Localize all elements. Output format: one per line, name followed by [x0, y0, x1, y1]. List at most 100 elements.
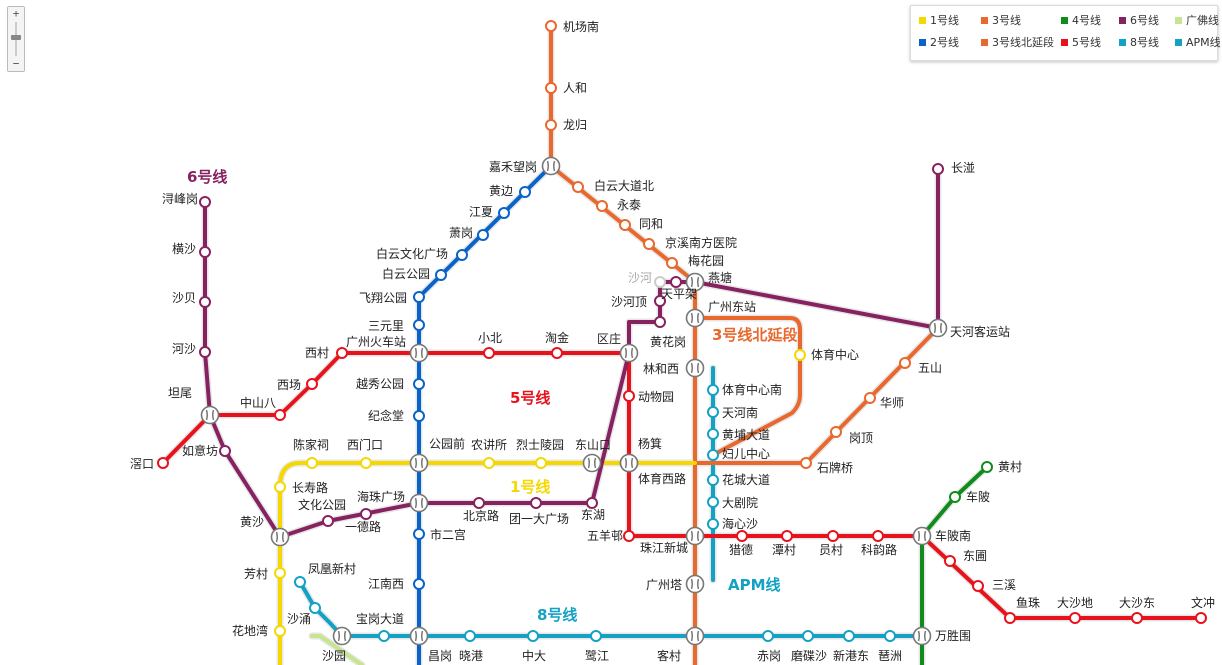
station-dot[interactable] [306, 457, 318, 469]
station-dot[interactable] [707, 384, 719, 396]
station-dot[interactable] [981, 461, 993, 473]
station-label[interactable]: 天平架 [661, 287, 697, 301]
station-label[interactable]: 梅花园 [688, 253, 724, 268]
station-label[interactable]: 萧岗 [449, 226, 473, 240]
station-dot[interactable] [527, 630, 539, 642]
station-dot[interactable] [654, 276, 666, 288]
station-label[interactable]: 车陂 [966, 489, 990, 504]
station-label[interactable]: 一德路 [345, 519, 381, 534]
station-label[interactable]: 嘉禾望岗 [489, 160, 537, 174]
station-label[interactable]: 黄埔大道 [722, 428, 770, 442]
station-dot[interactable] [413, 291, 425, 303]
station-label[interactable]: 如意坊 [182, 443, 218, 458]
station-dot[interactable] [199, 346, 211, 358]
station-label[interactable]: 体育中心 [811, 347, 859, 362]
station-label[interactable]: 客村 [657, 648, 681, 663]
station-label[interactable]: 花城大道 [722, 472, 770, 487]
station-label[interactable]: 广州东站 [708, 300, 756, 314]
station-dot[interactable] [707, 406, 719, 418]
zoom-control[interactable]: + − [7, 6, 25, 72]
station-label[interactable]: 机场南 [563, 19, 599, 34]
station-dot[interactable] [473, 497, 485, 509]
station-label[interactable]: 西场 [277, 378, 301, 392]
station-label[interactable]: 人和 [563, 81, 587, 95]
station-label[interactable]: 黄边 [489, 184, 513, 198]
station-dot[interactable] [413, 410, 425, 422]
station-dot[interactable] [707, 474, 719, 486]
station-dot[interactable] [590, 630, 602, 642]
station-label[interactable]: 横沙 [172, 242, 196, 256]
station-dot[interactable] [545, 82, 557, 94]
station-label[interactable]: 东湖 [581, 507, 605, 522]
transfer-station-icon[interactable] [200, 405, 220, 425]
station-dot[interactable] [274, 625, 286, 637]
station-dot[interactable] [157, 457, 169, 469]
station-dot[interactable] [794, 349, 806, 361]
station-dot[interactable] [435, 269, 447, 281]
station-label[interactable]: 永泰 [617, 198, 641, 212]
station-dot[interactable] [477, 229, 489, 241]
station-label[interactable]: 纪念堂 [368, 408, 404, 423]
station-label[interactable]: 鱼珠 [1016, 596, 1040, 610]
station-label[interactable]: 岗顶 [849, 431, 873, 445]
station-label[interactable]: 东圃 [963, 549, 987, 563]
zoom-in-button[interactable]: + [12, 7, 20, 20]
station-dot[interactable] [413, 319, 425, 331]
station-label[interactable]: 凤凰新村 [308, 561, 356, 576]
station-label[interactable]: 海珠广场 [357, 489, 405, 504]
station-dot[interactable] [949, 491, 961, 503]
zoom-out-button[interactable]: − [12, 57, 20, 70]
station-dot[interactable] [972, 580, 984, 592]
legend-item[interactable]: 3号线北延段 [981, 34, 1054, 50]
zoom-slider-handle[interactable] [11, 35, 21, 40]
station-label[interactable]: 江南西 [368, 576, 404, 591]
station-label[interactable]: 沙河 [628, 271, 652, 285]
station-label[interactable]: 赤岗 [757, 649, 781, 663]
station-label[interactable]: 同和 [639, 217, 663, 231]
station-label[interactable]: 飞翔公园 [359, 291, 407, 305]
station-label[interactable]: 西门口 [347, 437, 383, 452]
transfer-station-icon[interactable] [619, 343, 639, 363]
station-dot[interactable] [274, 481, 286, 493]
station-label[interactable]: 团一大广场 [509, 512, 569, 526]
station-dot[interactable] [274, 409, 286, 421]
station-label[interactable]: 淘金 [545, 330, 569, 345]
station-label[interactable]: 长寿路 [292, 480, 328, 495]
station-dot[interactable] [483, 457, 495, 469]
station-label[interactable]: 五羊邨 [587, 528, 623, 543]
transfer-station-icon[interactable] [619, 453, 639, 473]
legend-item[interactable]: APM线 [1175, 34, 1221, 50]
transfer-station-icon[interactable] [685, 308, 705, 328]
station-dot[interactable] [884, 630, 896, 642]
station-label[interactable]: 浔峰岗 [162, 192, 198, 206]
station-label[interactable]: 五山 [918, 361, 942, 375]
station-label[interactable]: 文冲 [1191, 595, 1215, 610]
transfer-station-icon[interactable] [685, 358, 705, 378]
station-dot[interactable] [623, 390, 635, 402]
station-label[interactable]: 广州火车站 [346, 334, 406, 349]
transfer-station-icon[interactable] [912, 526, 932, 546]
station-label[interactable]: 江夏 [469, 205, 493, 219]
station-dot[interactable] [707, 449, 719, 461]
station-label[interactable]: 北京路 [463, 508, 499, 523]
transfer-station-icon[interactable] [409, 343, 429, 363]
station-label[interactable]: 林和西 [643, 362, 679, 376]
station-label[interactable]: 三元里 [368, 319, 404, 333]
station-dot[interactable] [666, 257, 678, 269]
line-4[interactable] [920, 465, 989, 665]
line-2[interactable] [417, 164, 553, 665]
legend-item[interactable]: 1号线 [919, 12, 959, 28]
station-label[interactable]: 车陂南 [935, 528, 971, 543]
station-label[interactable]: 杨箕 [638, 436, 662, 451]
station-dot[interactable] [623, 530, 635, 542]
station-dot[interactable] [199, 246, 211, 258]
transfer-station-icon[interactable] [582, 453, 602, 473]
station-label[interactable]: 公园前 [429, 436, 465, 451]
station-dot[interactable] [456, 249, 468, 261]
station-dot[interactable] [519, 186, 531, 198]
transfer-station-icon[interactable] [332, 626, 352, 646]
station-label[interactable]: 烈士陵园 [516, 438, 564, 452]
station-label[interactable]: 农讲所 [471, 437, 507, 452]
station-dot[interactable] [545, 119, 557, 131]
legend-item[interactable]: 5号线 [1061, 34, 1101, 50]
